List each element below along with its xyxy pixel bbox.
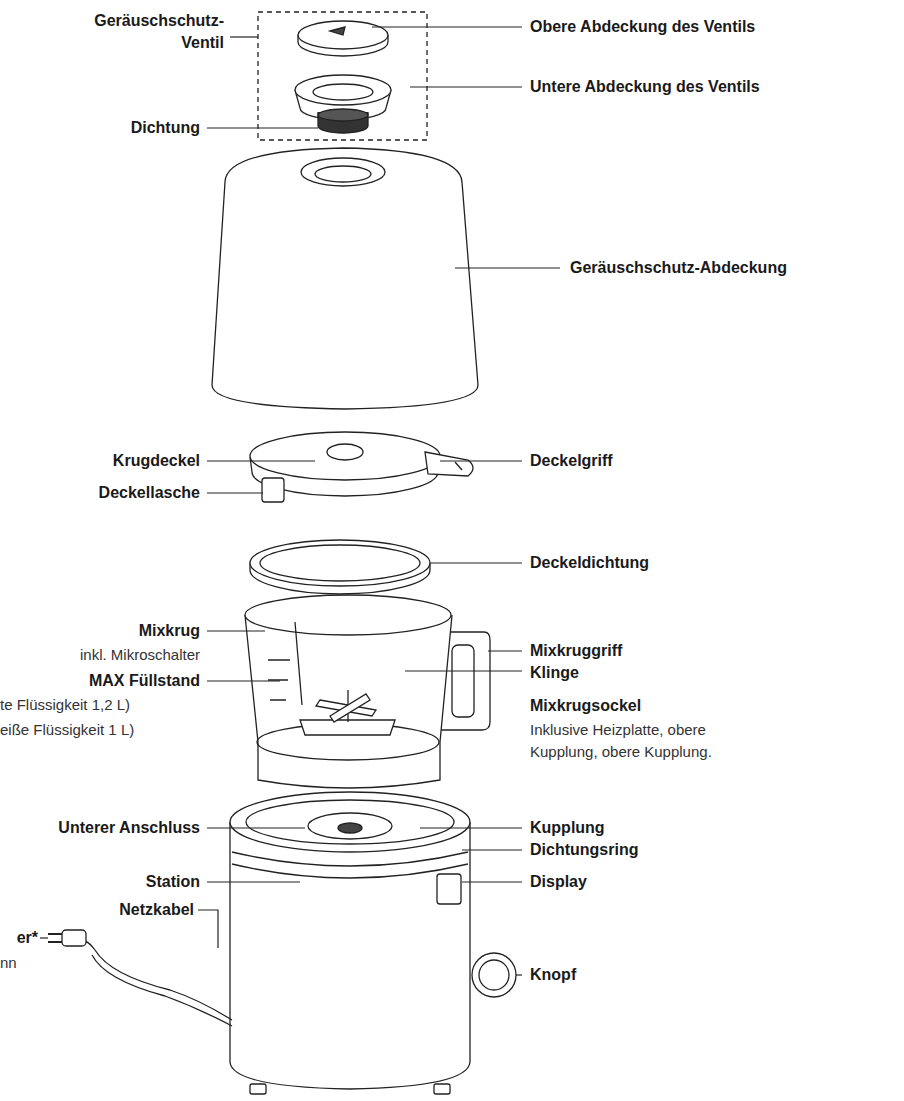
illustration bbox=[48, 12, 516, 1094]
leader-lines-part bbox=[420, 827, 522, 828]
blender-jar-part bbox=[245, 615, 452, 788]
leader-lines-part bbox=[198, 910, 218, 948]
base-station-part bbox=[479, 960, 509, 990]
leader-lines-part bbox=[410, 86, 522, 87]
part-label: inkl. Mikroschalter bbox=[10, 644, 200, 666]
power-cord-part bbox=[80, 940, 232, 1020]
blender-jar-part bbox=[245, 595, 451, 635]
blender-jar-part bbox=[295, 622, 302, 705]
leader-lines-part bbox=[207, 127, 318, 128]
lid-gasket bbox=[250, 540, 430, 594]
blender-jar-part bbox=[268, 660, 290, 700]
valve-group-part bbox=[298, 21, 388, 49]
base-station-part bbox=[338, 823, 362, 833]
base-station-part bbox=[250, 1084, 266, 1094]
part-label: Mixkrug bbox=[10, 620, 200, 642]
valve-group-part bbox=[330, 27, 345, 35]
part-label: er* bbox=[0, 927, 38, 949]
part-label: Netzkabel bbox=[14, 899, 194, 921]
leader-lines-part bbox=[462, 881, 522, 882]
jar-lid-part bbox=[455, 462, 462, 470]
leader-lines-part bbox=[230, 36, 258, 37]
part-label: Kupplung bbox=[530, 817, 860, 839]
blender-jar-part bbox=[300, 720, 395, 735]
leader-lines-part bbox=[207, 680, 280, 681]
part-label: Mixkrugsockel bbox=[530, 695, 860, 717]
part-label: Knopf bbox=[530, 964, 860, 986]
part-label: Untere Abdeckung des Ventils bbox=[530, 76, 860, 98]
jar-lid-part bbox=[250, 432, 440, 480]
leader-lines-part bbox=[207, 630, 265, 631]
base-station bbox=[230, 792, 516, 1094]
part-label: Dichtungsring bbox=[530, 839, 860, 861]
part-label: MAX Füllstand bbox=[10, 670, 200, 692]
noise-cover-part bbox=[315, 166, 371, 182]
part-label: Deckellasche bbox=[10, 482, 200, 504]
base-station-part bbox=[308, 813, 392, 839]
part-label: eiße Flüssigkeit 1 L) bbox=[0, 719, 200, 741]
lid-gasket-part bbox=[250, 540, 430, 586]
valve-group-part bbox=[258, 12, 427, 140]
part-label: te Flüssigkeit 1,2 L) bbox=[0, 694, 200, 716]
base-station-part bbox=[230, 792, 470, 852]
base-station-part bbox=[472, 953, 516, 997]
noise-cover-part bbox=[212, 148, 478, 409]
leader-lines-part bbox=[516, 974, 522, 975]
base-station-part bbox=[246, 800, 454, 844]
valve-group bbox=[258, 12, 427, 140]
part-label: Geräuschschutz-Abdeckung bbox=[570, 257, 890, 279]
base-station-part bbox=[434, 1084, 450, 1094]
part-label: Geräuschschutz- Ventil bbox=[84, 10, 224, 54]
base-station-part bbox=[232, 852, 468, 878]
part-label: Dichtung bbox=[10, 117, 200, 139]
power-cord-part bbox=[62, 930, 86, 946]
leader-lines-part bbox=[207, 881, 300, 882]
leader-lines-part bbox=[40, 937, 48, 938]
jar-lid bbox=[250, 432, 473, 502]
leader-lines-part bbox=[430, 562, 522, 563]
part-label: nn bbox=[0, 952, 60, 974]
leader-lines-part bbox=[207, 460, 315, 461]
jar-lid-part bbox=[262, 478, 284, 502]
jar-lid-part bbox=[425, 452, 473, 476]
jar-lid-part bbox=[327, 444, 363, 460]
part-label: Display bbox=[530, 871, 860, 893]
blender-jar-part bbox=[330, 694, 370, 722]
leader-lines-part bbox=[488, 650, 522, 651]
leader-lines-part bbox=[372, 26, 522, 27]
part-label: Krugdeckel bbox=[10, 450, 200, 472]
valve-group-part bbox=[313, 84, 373, 100]
part-label: Station bbox=[10, 871, 200, 893]
leader-lines-part bbox=[207, 827, 305, 828]
part-label: Unterer Anschluss bbox=[5, 817, 200, 839]
leader-lines-part bbox=[440, 460, 522, 461]
part-label: Inklusive Heizplatte, obere Kupplung, ob… bbox=[530, 719, 745, 763]
part-label: Klinge bbox=[530, 662, 860, 684]
part-label: Obere Abdeckung des Ventils bbox=[530, 16, 860, 38]
part-label: Mixkruggriff bbox=[530, 640, 860, 662]
lid-gasket-part bbox=[260, 545, 420, 581]
leader-lines-part bbox=[462, 849, 522, 850]
leader-lines-part bbox=[455, 267, 560, 268]
base-station-part bbox=[437, 874, 461, 904]
power-cord-part bbox=[92, 955, 232, 1026]
valve-group-part bbox=[295, 75, 391, 105]
noise-cover bbox=[212, 148, 478, 409]
part-label: Deckeldichtung bbox=[530, 552, 860, 574]
part-label: Deckelgriff bbox=[530, 450, 860, 472]
leader-lines-part bbox=[207, 492, 263, 493]
power-cord-part bbox=[48, 934, 62, 942]
base-station-part bbox=[230, 822, 470, 1089]
power-cord bbox=[48, 930, 232, 1026]
leader-lines-part bbox=[405, 670, 522, 671]
blender-jar bbox=[245, 595, 490, 788]
noise-cover-part bbox=[301, 158, 385, 186]
blender-jar-part bbox=[452, 645, 474, 717]
valve-group-part bbox=[318, 109, 368, 121]
